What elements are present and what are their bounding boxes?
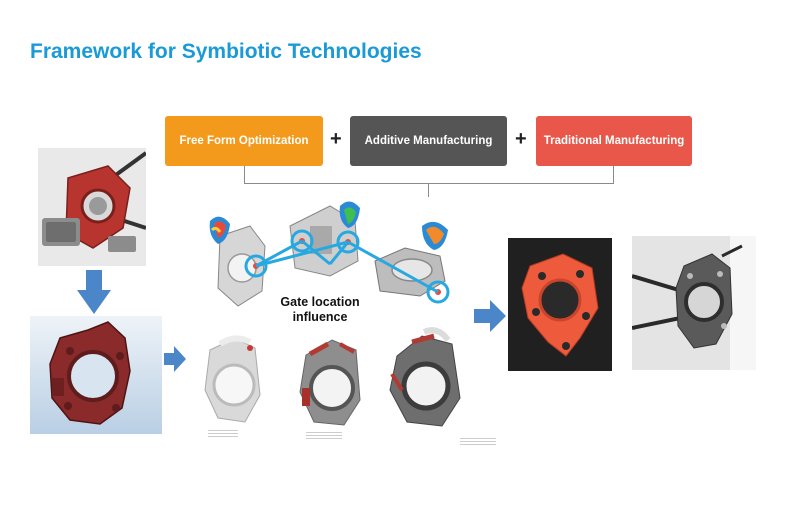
cast-knuckle-photo (30, 316, 162, 434)
gate-location-simulation (190, 196, 470, 321)
knuckle-assembly-drawing (38, 148, 146, 266)
render-1-footnote (208, 430, 238, 438)
slide-title: Framework for Symbiotic Technologies (30, 40, 422, 63)
traditional-manufacturing-box: Traditional Manufacturing (536, 116, 692, 166)
traditional-manufacturing-label: Traditional Manufacturing (543, 135, 685, 147)
gate-location-caption: Gate location influence (255, 295, 385, 325)
free-form-optimization-box: Free Form Optimization (165, 116, 323, 166)
additive-manufacturing-box: Additive Manufacturing (350, 116, 507, 166)
right-arrow-large-icon (474, 300, 506, 332)
optimization-render-2 (288, 330, 378, 440)
bracket-center-stem (428, 183, 429, 197)
knuckle-assembly-photo (38, 148, 146, 266)
printed-part-drawing (508, 238, 612, 371)
printed-part-photo (508, 238, 612, 371)
optimization-render-1 (190, 330, 280, 440)
plus-sign: + (330, 128, 342, 150)
final-assembly-photo (632, 236, 756, 370)
bracket-horizontal (244, 183, 614, 184)
free-form-optimization-label: Free Form Optimization (179, 135, 309, 147)
optimization-render-3 (382, 326, 472, 440)
gate-simulation-drawing (209, 201, 450, 307)
plus-sign: + (515, 128, 527, 150)
render-2-footnote (306, 432, 342, 440)
gate-caption-line2: influence (292, 310, 348, 324)
down-arrow-icon (77, 270, 111, 314)
bracket-left-leg (244, 166, 245, 184)
render-2-drawing (299, 339, 361, 426)
final-assembly-drawing (632, 236, 756, 370)
additive-manufacturing-label: Additive Manufacturing (364, 135, 493, 147)
cast-knuckle-drawing (49, 321, 131, 425)
render-1-drawing (204, 335, 261, 423)
gate-caption-line1: Gate location (280, 295, 360, 309)
render-3-footnote (460, 438, 496, 446)
render-3-drawing (389, 327, 461, 427)
right-arrow-icon (164, 346, 186, 372)
bracket-right-leg (613, 166, 614, 184)
